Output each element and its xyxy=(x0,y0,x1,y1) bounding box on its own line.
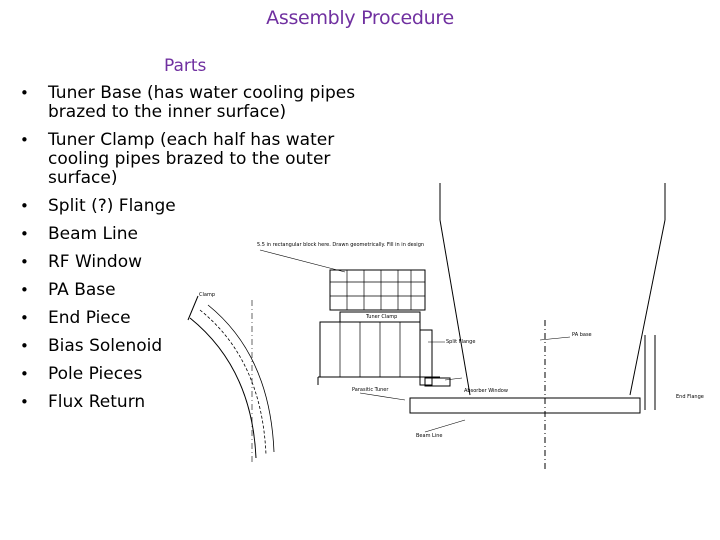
absorber-leader xyxy=(444,377,463,381)
tuner-body xyxy=(319,321,421,378)
list-item: Pole Pieces xyxy=(20,365,360,385)
note-leader xyxy=(259,249,346,273)
pa-base-label: PA base xyxy=(572,332,592,338)
clamp-leader xyxy=(187,295,199,321)
tuner-block xyxy=(329,269,426,311)
tuner-clamp-label: Tuner Clamp xyxy=(365,314,397,320)
slide-title: Assembly Procedure xyxy=(266,7,454,29)
list-item: Tuner Base (has water cooling pipes braz… xyxy=(20,84,360,122)
note-label: 5.5 in rectangular block here. Drawn geo… xyxy=(257,242,424,248)
clamp-arc xyxy=(207,304,275,453)
list-item: Split (?) Flange xyxy=(20,197,360,217)
clamp-arc xyxy=(199,309,267,456)
list-item: RF Window xyxy=(20,253,360,273)
list-item: Bias Solenoid xyxy=(20,337,360,357)
split-flange xyxy=(419,329,433,386)
end-flange-label: End Flange xyxy=(676,394,704,400)
parasitic-leader xyxy=(359,392,406,401)
clamp-label: Clamp xyxy=(199,292,215,298)
right-wall-taper xyxy=(629,219,666,396)
clamp-arc xyxy=(189,317,257,459)
beam-line-label: Beam Line xyxy=(416,433,442,439)
parts-list: Tuner Base (has water cooling pipes braz… xyxy=(20,84,360,421)
list-item: Tuner Clamp (each half has water cooling… xyxy=(20,131,360,188)
list-item: PA Base xyxy=(20,281,360,301)
left-wall-taper xyxy=(439,219,471,396)
beam-leader xyxy=(424,419,466,433)
end-flange-plate xyxy=(409,397,641,414)
parts-heading: Parts xyxy=(164,56,207,76)
list-item: End Piece xyxy=(20,309,360,329)
list-item: Beam Line xyxy=(20,225,360,245)
absorber-window xyxy=(424,377,451,387)
parasitic-tuner-label: Parasitic Tuner xyxy=(352,387,389,393)
pa-base-leader xyxy=(539,336,571,341)
list-item: Flux Return xyxy=(20,393,360,413)
absorber-window-label: Absorber Window xyxy=(464,388,508,394)
split-flange-label: Split Flange xyxy=(446,339,475,345)
